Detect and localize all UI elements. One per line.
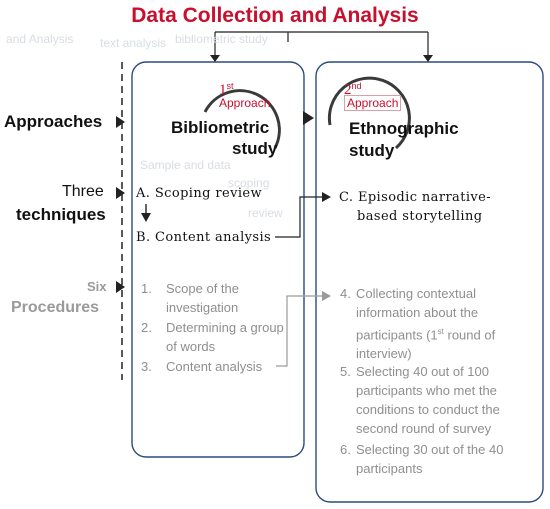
proc3-to-proc4-connector xyxy=(276,295,322,367)
title-branch-connector xyxy=(214,31,429,55)
arrow-to-approach1 xyxy=(210,55,220,62)
technique-b: B. Content analysis xyxy=(136,230,272,245)
approach2-badge-number: 2 xyxy=(344,82,352,98)
procedure-6-text: Selecting 30 out of the 40 participants xyxy=(356,442,504,476)
techniques-label-line1: Three xyxy=(62,183,104,200)
approach2-name-line2: study xyxy=(349,141,395,160)
a-to-b-arrow-icon xyxy=(141,213,151,222)
approach2-arc xyxy=(327,76,411,150)
procedure-3-number: 3. xyxy=(141,359,152,374)
procedure-4-superscript: st xyxy=(437,327,444,336)
approach1-badge: 1st Approach xyxy=(219,80,270,110)
diagram-title: Data Collection and Analysis xyxy=(131,4,419,27)
procedures-arrow-icon xyxy=(116,281,125,293)
procedure-1-number: 1. xyxy=(141,281,152,296)
faint-text: text analysis xyxy=(100,36,167,50)
procedure-1-text: Scope of the investigation xyxy=(166,281,239,315)
approach1-panel xyxy=(131,61,305,458)
approaches-label: Approaches xyxy=(4,112,103,131)
proc3-to-proc4-arrow-icon xyxy=(322,291,331,301)
procedure-4-text-end: round of interview) xyxy=(356,327,496,362)
faint-text: Sample and data xyxy=(140,158,231,172)
faint-text: scoping xyxy=(228,176,270,190)
faint-text: bibliometric study xyxy=(175,32,268,46)
approach-link-arrow-icon xyxy=(303,111,314,125)
approach2-badge: 2nd Approach xyxy=(344,80,402,111)
arrow-to-approach2 xyxy=(423,55,433,62)
technique-c-line2: based storytelling xyxy=(357,209,483,224)
technique-a: A. Scoping review xyxy=(136,186,263,201)
procedure-5-number: 5. xyxy=(340,364,351,379)
procedure-2-number: 2. xyxy=(141,320,152,335)
approaches-arrow-icon xyxy=(116,116,125,128)
approach1-name-line1: Bibliometric xyxy=(171,118,270,137)
approach1-badge-word: Approach xyxy=(219,96,271,110)
procedure-2-text: Determining a group of words xyxy=(166,320,284,354)
technique-c-line1: C. Episodic narrative- xyxy=(339,190,492,205)
procedure-3-text: Content analysis xyxy=(166,359,263,374)
approach2-badge-suffix: nd xyxy=(351,81,362,91)
procedures-label-line2: Procedures xyxy=(11,299,100,316)
approach1-badge-suffix: st xyxy=(226,81,234,91)
faint-text: and Analysis xyxy=(6,32,74,46)
approach2-badge-word: Approach xyxy=(344,95,402,111)
procedure-6-number: 6. xyxy=(340,442,351,457)
faint-text: review xyxy=(248,206,283,220)
approach1-name-line2: study xyxy=(232,139,278,158)
approach1-arc xyxy=(203,89,281,149)
techniques-arrow-icon xyxy=(116,187,125,199)
procedure-4-number: 4. xyxy=(340,286,351,301)
approach1-badge-number: 1 xyxy=(219,82,227,98)
procedures-label-line1: Six xyxy=(87,279,107,294)
approach2-name-line1: Ethnographic xyxy=(349,119,459,138)
b-to-c-arrow-icon xyxy=(322,192,331,202)
procedure-4-text-start: Collecting contextual information about … xyxy=(356,286,479,343)
b-to-c-connector xyxy=(275,196,322,238)
techniques-label-line2: techniques xyxy=(16,205,106,224)
approach2-panel xyxy=(315,61,544,503)
procedure-5-text: Selecting 40 out of 100 participants who… xyxy=(356,364,500,436)
procedure-4-text: Collecting contextual information about … xyxy=(356,284,536,363)
